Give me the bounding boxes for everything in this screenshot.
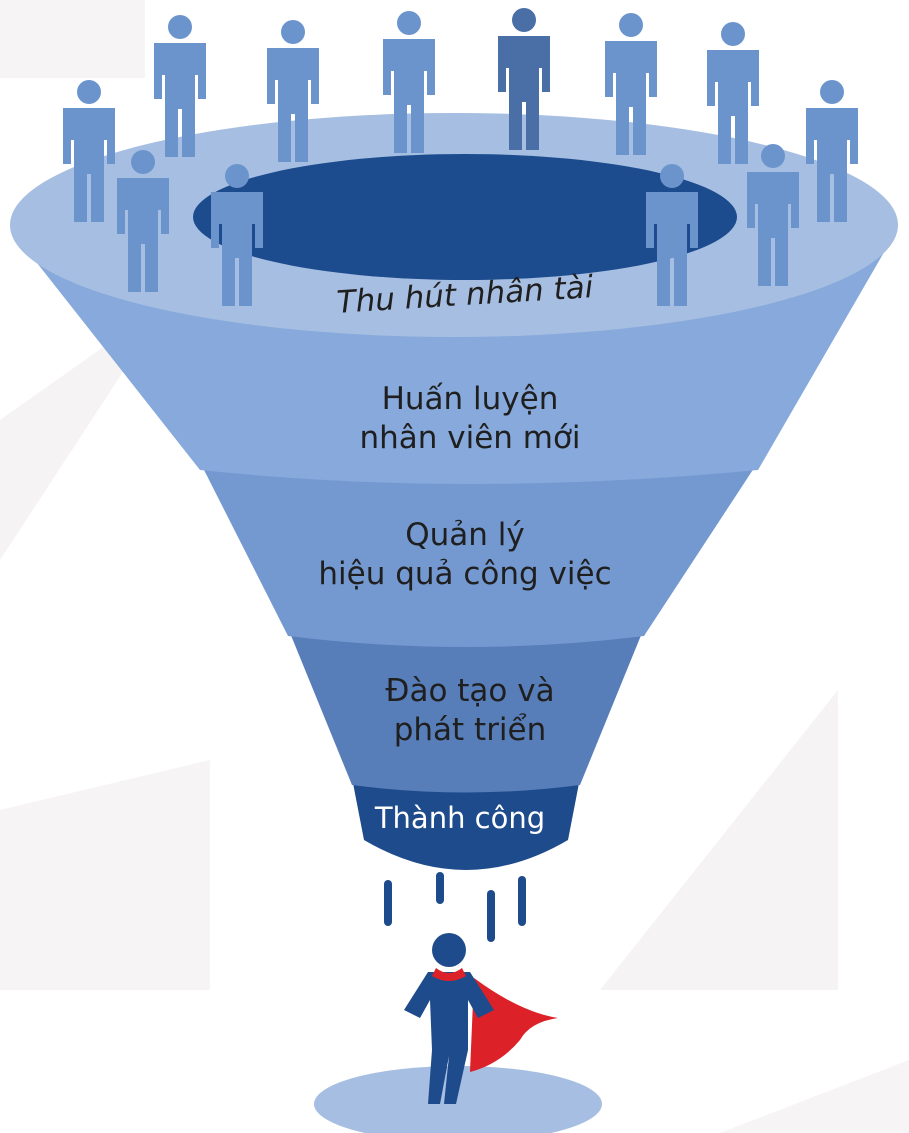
stage-text: Huấn luyện: [381, 381, 559, 417]
person-icon: [117, 150, 169, 292]
stage-label-quan-ly: Quản lý hiệu quả công việc: [250, 516, 680, 594]
stage-text: nhân viên mới: [359, 419, 581, 456]
drip-lines: [384, 872, 526, 942]
person-icon: [806, 80, 858, 222]
person-icon: [605, 13, 657, 155]
person-icon: [154, 15, 206, 157]
drip-line: [487, 890, 495, 942]
stage-text: phát triển: [393, 711, 547, 748]
person-icon: [707, 22, 759, 164]
drip-line: [436, 872, 444, 904]
stage-text: Đào tạo và: [385, 673, 555, 709]
bg-shape: [0, 760, 210, 990]
drip-line: [384, 880, 392, 926]
funnel-band-quan-ly: [200, 462, 758, 647]
person-icon: [211, 164, 263, 306]
cape-icon: [470, 978, 558, 1072]
scarf-icon: [432, 968, 466, 981]
funnel-opening: [193, 154, 737, 280]
stage-text: Quản lý: [405, 517, 525, 553]
bg-shape: [600, 690, 838, 990]
stage-text: Thành công: [374, 801, 546, 835]
person-icon: [267, 20, 319, 162]
bg-shape: [720, 1060, 909, 1133]
bg-shape: [0, 0, 145, 78]
hero-shadow: [314, 1066, 602, 1133]
people-group: [63, 8, 858, 306]
stage-label-thanh-cong: Thành công: [350, 800, 570, 836]
stage-label-huan-luyen: Huấn luyện nhân viên mới: [260, 380, 680, 458]
stage-label-dao-tao: Đào tạo và phát triển: [300, 672, 640, 750]
stage-text: hiệu quả công việc: [318, 555, 612, 592]
person-icon: [646, 164, 698, 306]
person-icon: [747, 144, 799, 286]
person-icon: [63, 80, 115, 222]
person-icon: [383, 11, 435, 153]
funnel-band-dao-tao: [288, 628, 644, 793]
person-icon: [498, 8, 550, 150]
drip-line: [518, 876, 526, 926]
hero-icon: [404, 933, 494, 1104]
funnel-band-thanh-cong: [352, 778, 580, 870]
